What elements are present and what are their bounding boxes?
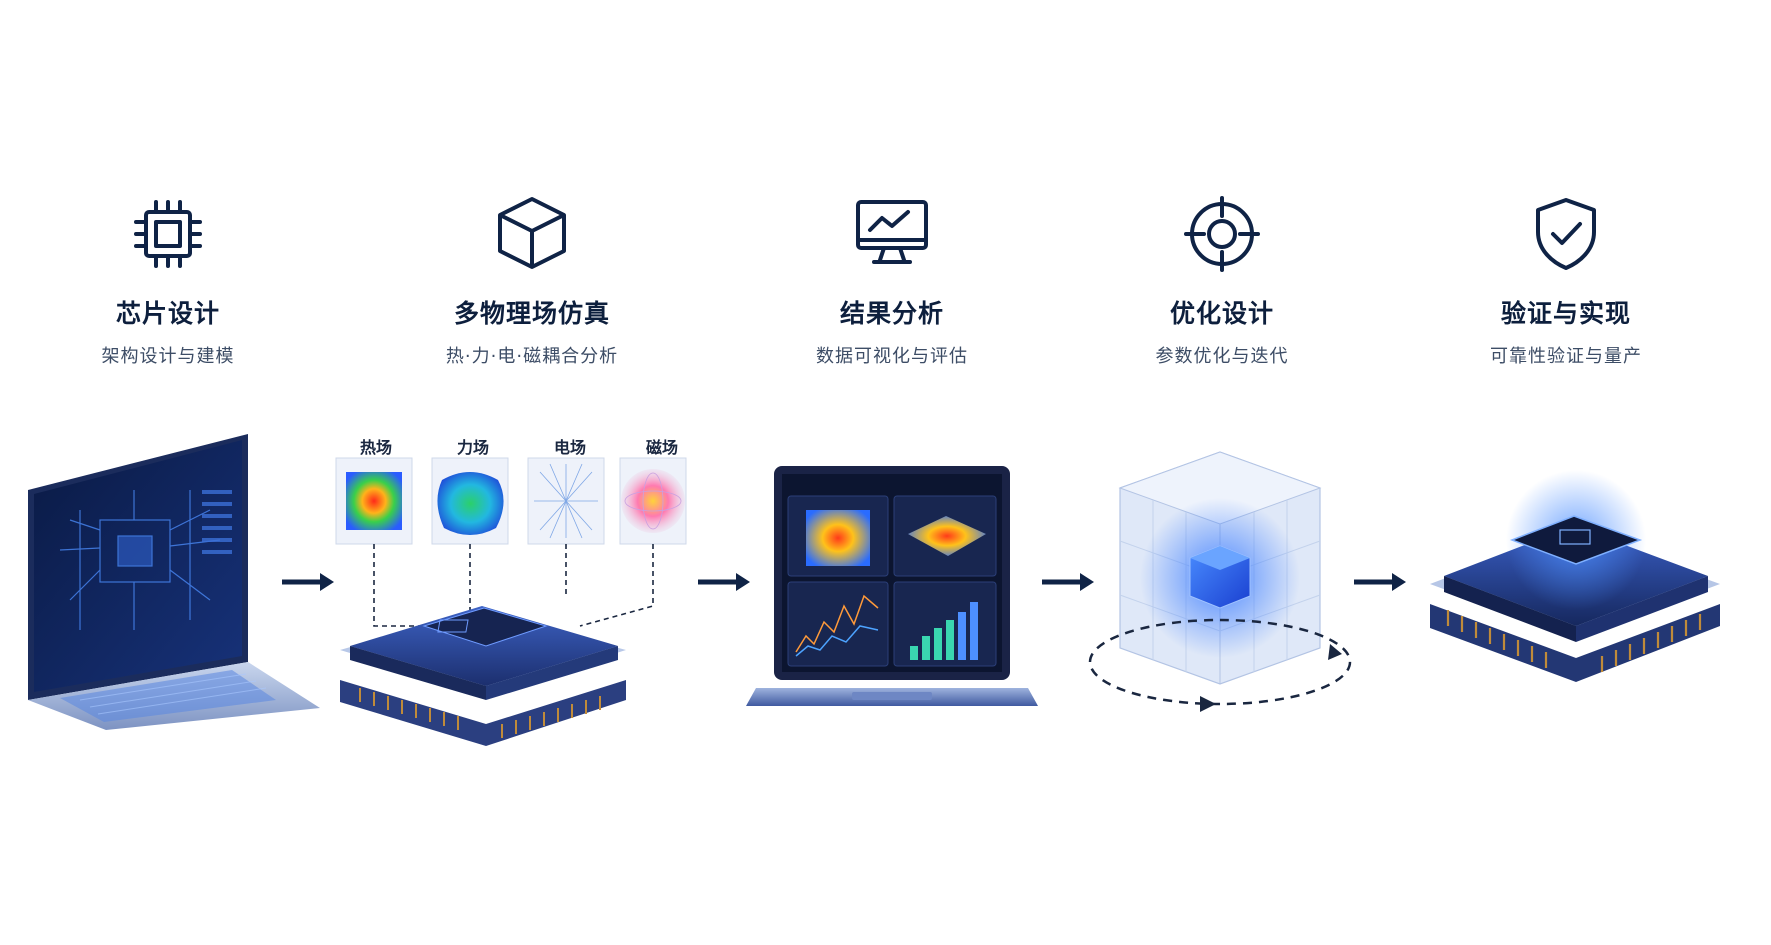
step-title-analysis: 结果分析 [839,299,944,328]
target-icon [1184,196,1260,272]
flow-arrow-4 [1354,573,1406,591]
force-field-panel [431,457,509,545]
verified-chip-package-illustration [1420,460,1730,730]
flow-arrow-3 [1042,573,1094,591]
shield-check-icon [1528,196,1604,272]
flow-arrow-1 [282,573,334,591]
step-subtitle-verification: 可靠性验证与量产 [1490,346,1642,367]
optimization-cube-illustration [1080,448,1360,748]
thermal-field-panel [335,457,413,545]
flow-arrow-2 [698,573,750,591]
laptop-analysis-illustration [742,456,1042,736]
step-title-simulation: 多物理场仿真 [453,299,610,328]
step-title-chip-design: 芯片设计 [115,299,220,328]
step-title-optimization: 优化设计 [1169,299,1274,328]
step-subtitle-chip-design: 架构设计与建模 [101,346,235,367]
multiphysics-simulation-illustration [330,450,690,770]
monitor-chart-icon [854,196,930,272]
laptop-chip-design-illustration [20,430,330,730]
step-subtitle-optimization: 参数优化与迭代 [1155,346,1289,367]
step-subtitle-simulation: 热·力·电·磁耦合分析 [445,346,619,367]
step-subtitle-analysis: 数据可视化与评估 [816,346,968,367]
field-label-thermal: 热场 [359,438,392,457]
electric-field-panel [527,457,605,545]
field-label-electric: 电场 [553,438,586,457]
step-title-verification: 验证与实现 [1500,299,1631,328]
field-label-force: 力场 [456,438,489,457]
field-label-magnetic: 磁场 [645,438,678,457]
cube-icon [494,195,570,271]
chip-icon [130,196,206,272]
magnetic-field-panel [619,457,687,545]
